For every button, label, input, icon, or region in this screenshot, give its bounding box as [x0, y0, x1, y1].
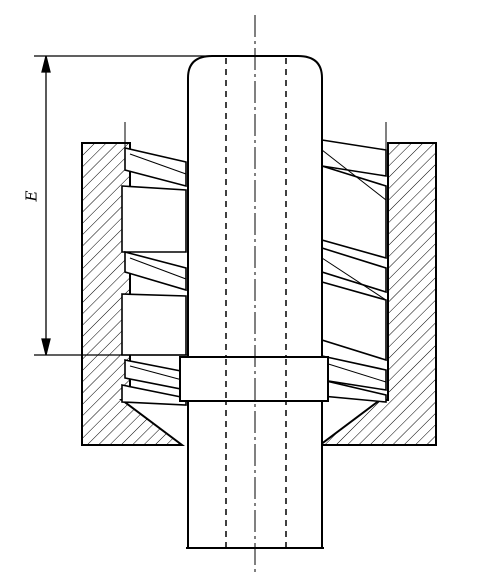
- threaded-insert-left: [121, 146, 187, 406]
- threaded-insert-right: [321, 139, 387, 403]
- collar-ring: [179, 356, 329, 402]
- dimension-label-e: E: [22, 190, 41, 202]
- dimension-line: [34, 55, 210, 356]
